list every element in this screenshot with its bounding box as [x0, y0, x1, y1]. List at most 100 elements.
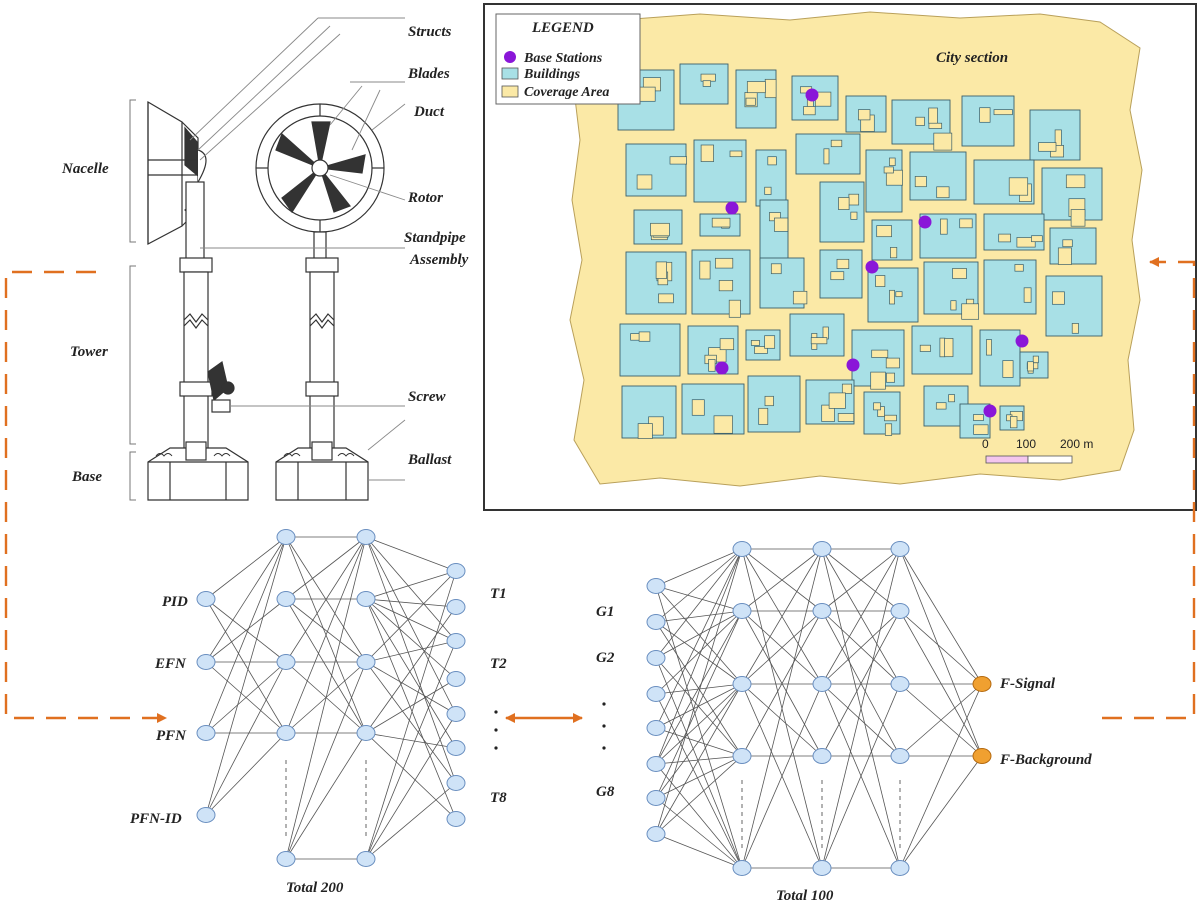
- building-block: [795, 133, 861, 175]
- building-block: [789, 313, 845, 357]
- buildings-layer: [617, 63, 1103, 439]
- network-edge: [655, 610, 743, 623]
- network-nodes: [646, 541, 992, 876]
- base-station-icon: [865, 260, 879, 274]
- section-tower: Tower: [70, 344, 108, 360]
- network-edge: [655, 548, 743, 659]
- label-duct: Duct: [413, 104, 445, 120]
- section-nacelle: Nacelle: [61, 161, 109, 177]
- network-node: [890, 676, 910, 692]
- scale-bar: 0 100 200 m: [982, 437, 1093, 464]
- building-block: [819, 181, 865, 243]
- network-edge: [205, 732, 287, 816]
- network-edge: [655, 693, 743, 869]
- network-edge: [821, 610, 901, 757]
- network-node: [646, 686, 666, 702]
- label-assembly: Assembly: [409, 252, 469, 268]
- building-block: [819, 249, 863, 299]
- section-base: Base: [71, 469, 102, 485]
- output-node: [972, 676, 992, 692]
- building-block: [961, 95, 1015, 147]
- network-edge: [655, 657, 743, 757]
- network-edge: [205, 661, 287, 734]
- building-block: [747, 375, 801, 433]
- building-block: [619, 323, 681, 377]
- network-edge: [205, 598, 287, 663]
- ellipsis-dots-left: [494, 710, 498, 750]
- legend-item-coverage: Coverage Area: [524, 85, 609, 100]
- network-edge: [655, 727, 743, 757]
- network-node: [446, 671, 466, 687]
- map-legend: LEGEND Base Stations Buildings Coverage …: [495, 13, 641, 105]
- network-edge: [205, 536, 287, 734]
- network-node: [276, 591, 296, 607]
- network-edge: [365, 598, 457, 642]
- network-edge: [655, 610, 743, 659]
- network-edge: [365, 640, 457, 663]
- network-node: [446, 811, 466, 827]
- network-node: [356, 529, 376, 545]
- network-node: [646, 650, 666, 666]
- building-block: [867, 267, 919, 323]
- network-edge: [655, 755, 743, 799]
- city-map-panel: LEGEND Base Stations Buildings Coverage …: [483, 3, 1197, 511]
- network-edge: [741, 548, 823, 869]
- dashed-arrow-left: [4, 270, 167, 723]
- building-block: [1045, 275, 1103, 337]
- building-block: [745, 329, 781, 361]
- network-edge: [821, 548, 901, 612]
- output-label-t2: T2: [490, 656, 507, 672]
- network-edge: [285, 732, 367, 860]
- rotor-blades: [275, 121, 366, 214]
- orange-connectors: [4, 257, 1196, 723]
- network-edge: [365, 598, 457, 820]
- network-node: [732, 748, 752, 764]
- building-block: [851, 329, 905, 390]
- network-edge: [365, 536, 457, 715]
- network-node: [812, 748, 832, 764]
- network-edge: [655, 610, 743, 765]
- output-label-t8: T8: [490, 790, 507, 806]
- network-edge: [365, 570, 457, 600]
- network-node: [812, 676, 832, 692]
- network-edge: [365, 598, 457, 608]
- leader-lines: [189, 17, 406, 481]
- building-block: [845, 95, 887, 133]
- network-node: [812, 860, 832, 876]
- building-block: [625, 251, 687, 315]
- network-edge: [365, 536, 457, 784]
- network-edge: [205, 536, 287, 816]
- network-edge: [821, 548, 901, 685]
- network-node: [446, 633, 466, 649]
- building-block: [755, 149, 787, 207]
- network-edge: [365, 570, 457, 663]
- input-label-g2: G2: [596, 650, 615, 666]
- network-node: [646, 578, 666, 594]
- base-station-icon: [918, 215, 932, 229]
- network-edge: [365, 606, 457, 734]
- ellipsis-dots-right: [602, 702, 606, 750]
- building-block: [979, 329, 1021, 387]
- network-edge: [655, 610, 743, 799]
- output-label-t1: T1: [490, 586, 507, 602]
- network-edge: [655, 585, 743, 612]
- label-screw: Screw: [408, 389, 446, 405]
- turbine-side-view: [147, 100, 249, 501]
- building-block: [805, 379, 855, 425]
- network-edge: [285, 536, 367, 734]
- building-block: [891, 99, 953, 151]
- network-node: [196, 654, 216, 670]
- legend-item-base-stations: Base Stations: [523, 51, 603, 66]
- network-edge: [285, 598, 367, 663]
- legend-box: [495, 13, 641, 105]
- network-node: [890, 748, 910, 764]
- network-edge: [365, 678, 457, 734]
- network-right: [646, 541, 992, 876]
- label-blades: Blades: [407, 66, 450, 82]
- label-ballast: Ballast: [407, 452, 452, 468]
- network-node: [356, 591, 376, 607]
- network-node: [276, 654, 296, 670]
- network-node: [356, 654, 376, 670]
- building-block: [735, 69, 777, 129]
